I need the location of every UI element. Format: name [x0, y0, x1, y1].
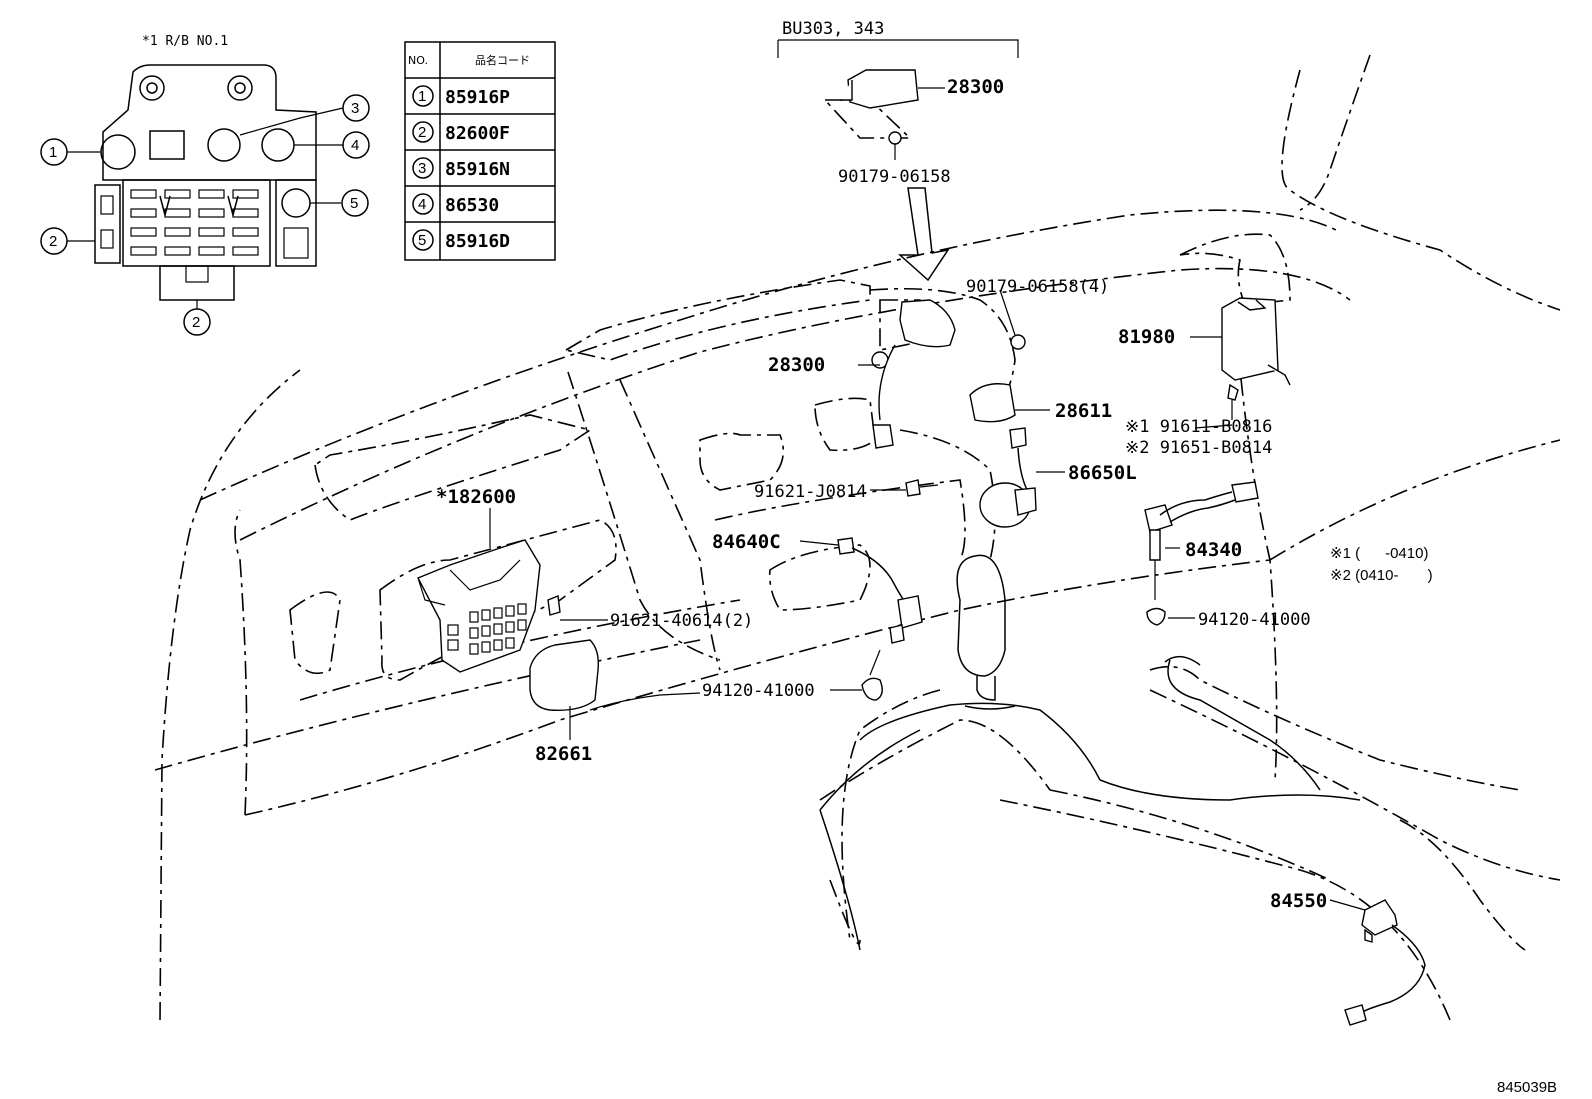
label-28300-top: 28300: [947, 76, 1004, 98]
table-row-code: 85916N: [445, 159, 510, 180]
part-84550: [1329, 899, 1426, 1026]
label-90179-4: 90179-06158(4): [966, 277, 1109, 297]
inset-callout-2a: 2: [49, 233, 57, 250]
table-row-code: 85916D: [445, 231, 510, 252]
shift-lever: [819, 554, 1361, 951]
relay-28300-mid: [858, 299, 956, 449]
nut-94120-left: [830, 649, 883, 701]
label-note1-bolt: ※1 91611-B0816: [1125, 417, 1272, 437]
part-28611: [969, 334, 1050, 423]
label-94120-left: 94120-41000: [702, 681, 815, 701]
relay-block-inset: *1 R/B NO.1 1: [40, 34, 370, 336]
table-row-code: 82600F: [445, 123, 510, 144]
label-82661: 82661: [535, 743, 592, 765]
part-86650L: [979, 427, 1065, 528]
table-row-no: 4: [418, 196, 426, 213]
label-81980: 81980: [1118, 326, 1175, 348]
inset-callout-5: 5: [350, 195, 358, 212]
inset-callout-1: 1: [49, 144, 57, 161]
table-row-code: 86530: [445, 195, 499, 216]
label-84340: 84340: [1185, 539, 1242, 561]
label-84640C: 84640C: [712, 531, 781, 553]
label-91621-40614: 91621-40614(2): [610, 611, 753, 631]
table-header-no: NO.: [408, 54, 428, 67]
table-row-code: 85916P: [445, 87, 510, 108]
part-81980: [1190, 297, 1291, 420]
table-row-no: 2: [418, 124, 426, 141]
part-84640C: [799, 537, 923, 644]
legend-note-1: ※1 ( -0410): [1330, 545, 1428, 562]
figure-id: 845039B: [1497, 1079, 1557, 1096]
label-86650L: 86650L: [1068, 462, 1137, 484]
table-row-no: 5: [418, 232, 426, 249]
label-bu-models: BU303, 343: [782, 19, 884, 39]
label-28611: 28611: [1055, 400, 1112, 422]
relay-28300-top: [840, 69, 945, 160]
part-84340: [1144, 481, 1259, 626]
label-28300-mid: 28300: [768, 354, 825, 376]
pointer-arrow: [898, 187, 950, 282]
label-84550: 84550: [1270, 890, 1327, 912]
cover-82661: [529, 639, 701, 740]
parts-table: NO. 品名コード 1 85916P 2 82600F 3 85916N 4 8…: [404, 41, 556, 261]
relay-block-82600: [417, 508, 608, 673]
label-94120-right: 94120-41000: [1198, 610, 1311, 630]
inset-callout-4: 4: [351, 137, 359, 154]
label-90179-top: 90179-06158: [838, 167, 951, 187]
inset-title: *1 R/B NO.1: [142, 34, 228, 49]
table-row-no: 1: [418, 88, 426, 105]
label-91621-J0814: 91621-J0814: [754, 482, 867, 502]
label-note2-bolt: ※2 91651-B0814: [1125, 438, 1272, 458]
dashboard-outline: [154, 54, 1561, 1021]
label-82600: *182600: [436, 486, 516, 508]
table-header-code: 品名コード: [475, 53, 530, 67]
inset-callout-3: 3: [351, 100, 359, 117]
model-bracket: [777, 39, 1019, 58]
table-row-no: 3: [418, 160, 426, 177]
bolt-91621-J0814: [870, 479, 939, 497]
legend-note-2: ※2 (0410- ): [1330, 567, 1433, 584]
inset-callout-2b: 2: [192, 314, 200, 331]
